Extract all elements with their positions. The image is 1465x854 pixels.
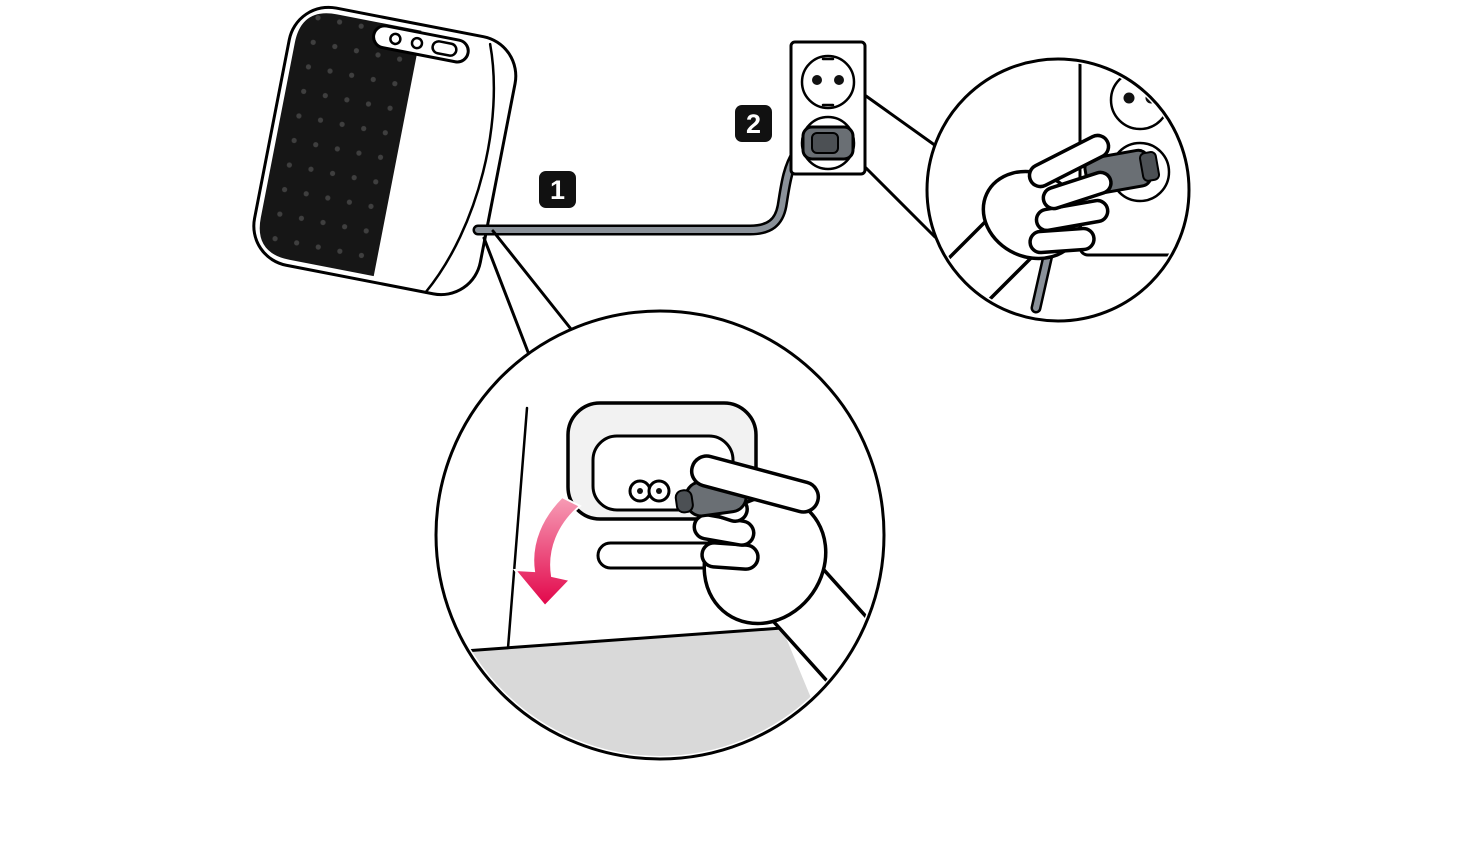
index-finger <box>689 454 821 514</box>
power-plug-at-outlet <box>801 125 855 161</box>
finger <box>700 541 760 571</box>
appliance-left-edge <box>506 406 529 650</box>
finger <box>1041 170 1113 211</box>
control-button-icon <box>389 32 402 46</box>
c7-inlet-icon <box>628 479 671 503</box>
power-cord <box>472 143 812 236</box>
socket-hole <box>834 75 844 85</box>
thumb <box>1027 133 1111 189</box>
step-2-badge: 2 <box>735 105 772 142</box>
step-1-badge: 1 <box>539 171 576 208</box>
socket-hole <box>812 75 822 85</box>
finger <box>1028 226 1096 255</box>
outlet-leader-lines <box>864 94 938 239</box>
floor-shadow <box>439 628 845 756</box>
outlet-top-socket <box>800 54 856 110</box>
control-display <box>431 40 458 57</box>
outlet-zoom-callout <box>925 57 1191 323</box>
appliance-bottom-edge <box>448 626 784 654</box>
insert-direction-arrow-icon <box>512 495 582 608</box>
appliance-front-panel-dots <box>259 13 422 277</box>
control-button-icon <box>410 36 424 50</box>
appliance-top-controls <box>372 24 470 64</box>
step-1-number: 1 <box>550 175 565 205</box>
badge-background <box>539 171 576 208</box>
inlet-zoom-callout <box>434 309 886 761</box>
appliance-illustration <box>252 5 518 297</box>
inlet-callout-pointer <box>482 229 573 354</box>
step-2-number: 2 <box>746 109 761 139</box>
appliance-side-crease <box>424 42 496 294</box>
badge-background <box>735 105 772 142</box>
